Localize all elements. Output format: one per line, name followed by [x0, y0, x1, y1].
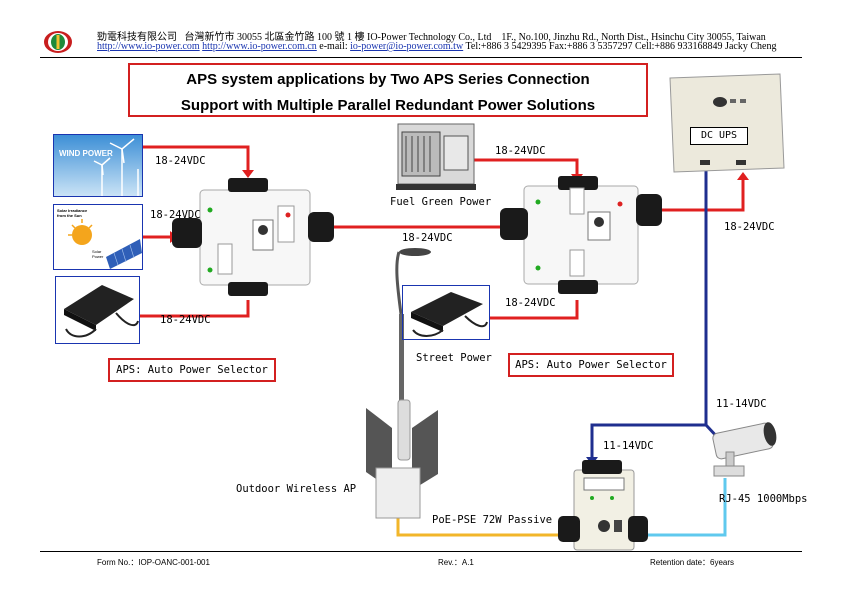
arrow-into-aps1-top [242, 170, 254, 178]
voltage-label-ups: 18-24VDC [724, 221, 775, 233]
voltage-label-solar: 18-24VDC [150, 209, 201, 221]
solar-power-picture: Solar Irradiance from the Sun Solar Powe… [53, 204, 143, 270]
voltage-label-aps-link: 18-24VDC [402, 232, 453, 244]
poe-pse-label: PoE-PSE 72W Passive [432, 514, 553, 526]
adapter2-to-aps2-line [490, 300, 579, 320]
power-adapter-2-picture [402, 285, 490, 340]
title-box: APS system applications by Two APS Serie… [128, 63, 648, 117]
title-line-1: APS system applications by Two APS Serie… [186, 71, 590, 88]
revision: Rev.：A.1 [438, 558, 474, 567]
street-lamp-picture [395, 248, 431, 422]
footer-divider [40, 551, 802, 552]
contact-info: Tel:+886 3 5429395 Fax:+886 3 5357297 Ce… [465, 41, 777, 52]
email-label: e-mail: [319, 41, 348, 52]
retention-date: Retention date：6years [650, 558, 735, 567]
adapter1-to-aps1-line [140, 300, 250, 318]
voltage-label-fuel: 18-24VDC [495, 145, 546, 157]
ups-to-poe-line [590, 168, 708, 459]
wind-power-caption: WIND POWER [59, 149, 113, 158]
aps-unit-2 [500, 176, 662, 294]
form-number: Form No.：IOP-OANC-001-001 [97, 558, 210, 567]
voltage-label-adapter1: 18-24VDC [160, 314, 211, 326]
wind-power-picture: WIND POWER [53, 134, 143, 197]
aps2-caption-box: APS: Auto Power Selector [508, 353, 674, 377]
dc-ups-label: DC UPS [690, 127, 748, 145]
company-logo [44, 31, 72, 53]
website-cn-link[interactable]: http://www.io-power.com.cn [202, 41, 317, 52]
company-name-en: IO-Power Technology Co., Ltd [367, 32, 492, 43]
header-line-2: http://www.io-power.com http://www.io-po… [97, 41, 776, 52]
dc-ups-device [669, 73, 785, 173]
ip-camera-picture [712, 422, 777, 477]
voltage-label-poe: 11-14VDC [603, 440, 654, 452]
aps1-caption-box: APS: Auto Power Selector [108, 358, 276, 382]
poe-pse-unit [558, 460, 648, 551]
voltage-label-camera: 11-14VDC [716, 398, 767, 410]
fuel-to-aps2-line [470, 158, 579, 176]
email-link[interactable]: io-power@io-power.com.tw [350, 41, 464, 52]
power-adapter-1-picture [55, 276, 140, 344]
voltage-label-wind: 18-24VDC [155, 155, 206, 167]
wind-to-aps1-line [142, 145, 250, 172]
poe-to-camera-line [640, 478, 727, 537]
company-name-cn: 勁電科技有限公司 [97, 32, 177, 43]
rj45-label: RJ-45 1000Mbps [719, 493, 808, 505]
title-line-2: Support with Multiple Parallel Redundant… [180, 97, 596, 114]
solar-power-caption: Solar Power [92, 249, 104, 259]
address-cn: 台灣新竹市 30055 北區金竹路 100 號 1 樓 [184, 32, 365, 43]
website-link[interactable]: http://www.io-power.com [97, 41, 200, 52]
aps-unit-1 [172, 178, 334, 296]
outdoor-wireless-ap-picture [366, 399, 438, 519]
fuel-green-power-label: Fuel Green Power [390, 196, 492, 208]
arrow-into-ups [737, 172, 749, 180]
header-divider [40, 57, 802, 58]
fuel-green-power-picture [396, 122, 476, 192]
outdoor-wireless-ap-label: Outdoor Wireless AP [236, 483, 357, 495]
voltage-label-adapter2: 18-24VDC [505, 297, 556, 309]
aps2-to-ups-line [660, 178, 745, 212]
street-power-label: Street Power [416, 352, 492, 364]
address-en: 1F., No.100, Jinzhu Rd., North Dist., Hs… [501, 32, 766, 43]
header-line-1: 勁電科技有限公司 台灣新竹市 30055 北區金竹路 100 號 1 樓 IO-… [97, 28, 766, 43]
solar-caption: Solar Irradiance from the Sun [57, 208, 88, 218]
